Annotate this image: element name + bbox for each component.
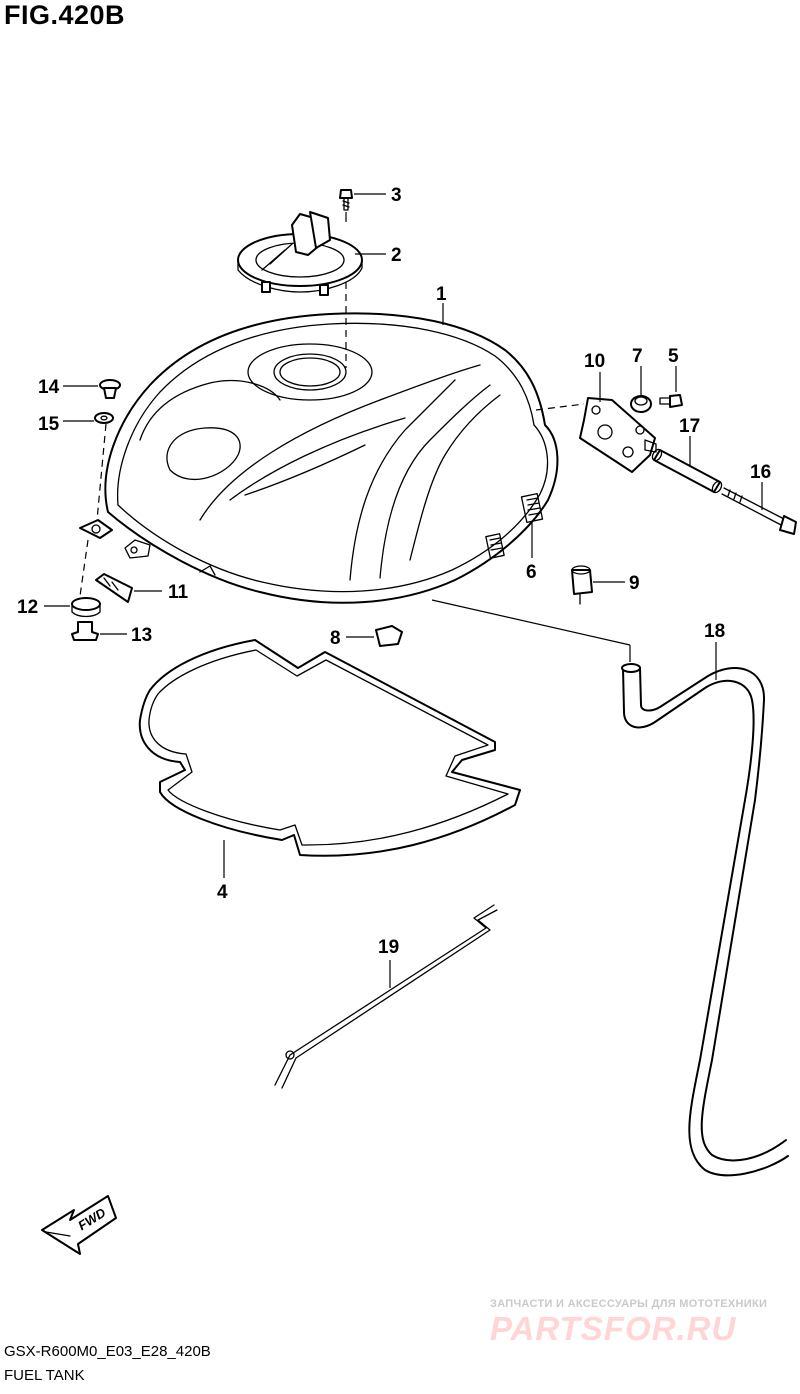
cushion-12 (71, 597, 101, 618)
rubber-9 (571, 565, 593, 605)
fuel-cap (237, 211, 363, 296)
callout-2: 2 (391, 245, 402, 266)
leader-lines (44, 193, 763, 988)
callout-4: 4 (217, 882, 228, 903)
diagram-caption: FUEL TANK (4, 1367, 85, 1384)
forward-arrow-icon: FWD (41, 1195, 117, 1255)
collar-13 (71, 621, 99, 641)
callout-14: 14 (38, 377, 60, 398)
collar-17 (651, 448, 723, 494)
bolt-16 (721, 487, 797, 535)
callout-13: 13 (131, 625, 152, 646)
watermark-brand: PARTSFOR.RU (490, 1310, 737, 1347)
callout-15: 15 (38, 414, 60, 435)
washer-15 (94, 412, 114, 424)
mounting-bracket (579, 397, 657, 473)
callout-numbers: 1 2 3 4 5 6 7 8 9 10 11 12 13 14 15 16 1… (17, 185, 771, 958)
callout-9: 9 (629, 573, 640, 594)
fuel-tank (104, 312, 559, 604)
callout-1: 1 (436, 284, 447, 305)
callout-19: 19 (378, 937, 399, 958)
figure-title: FIG.420B (4, 0, 126, 30)
cushion-7 (630, 395, 652, 413)
clamp-8 (375, 625, 403, 647)
callout-6: 6 (526, 562, 537, 583)
watermark-tagline: ЗАПЧАСТИ И АКСЕССУАРЫ ДЛЯ МОТОТЕХНИКИ (490, 1298, 768, 1310)
callout-7: 7 (632, 346, 643, 367)
callout-17: 17 (679, 416, 700, 437)
callout-16: 16 (750, 462, 771, 483)
rod-19 (274, 904, 498, 1089)
callout-5: 5 (668, 346, 679, 367)
callout-3: 3 (391, 185, 402, 206)
bolt-14 (99, 379, 121, 399)
callout-8: 8 (330, 628, 341, 649)
callout-12: 12 (17, 597, 38, 618)
callout-18: 18 (704, 621, 725, 642)
hose-18 (621, 663, 789, 1177)
callout-10: 10 (584, 351, 605, 372)
damper-11 (95, 573, 133, 603)
gasket-4 (138, 639, 521, 857)
callout-11: 11 (168, 582, 189, 603)
cap-screw (339, 189, 353, 211)
bolt-5 (659, 394, 683, 408)
model-code: GSX-R600M0_E03_E28_420B (4, 1343, 211, 1360)
rear-bracket-plate (79, 519, 113, 539)
